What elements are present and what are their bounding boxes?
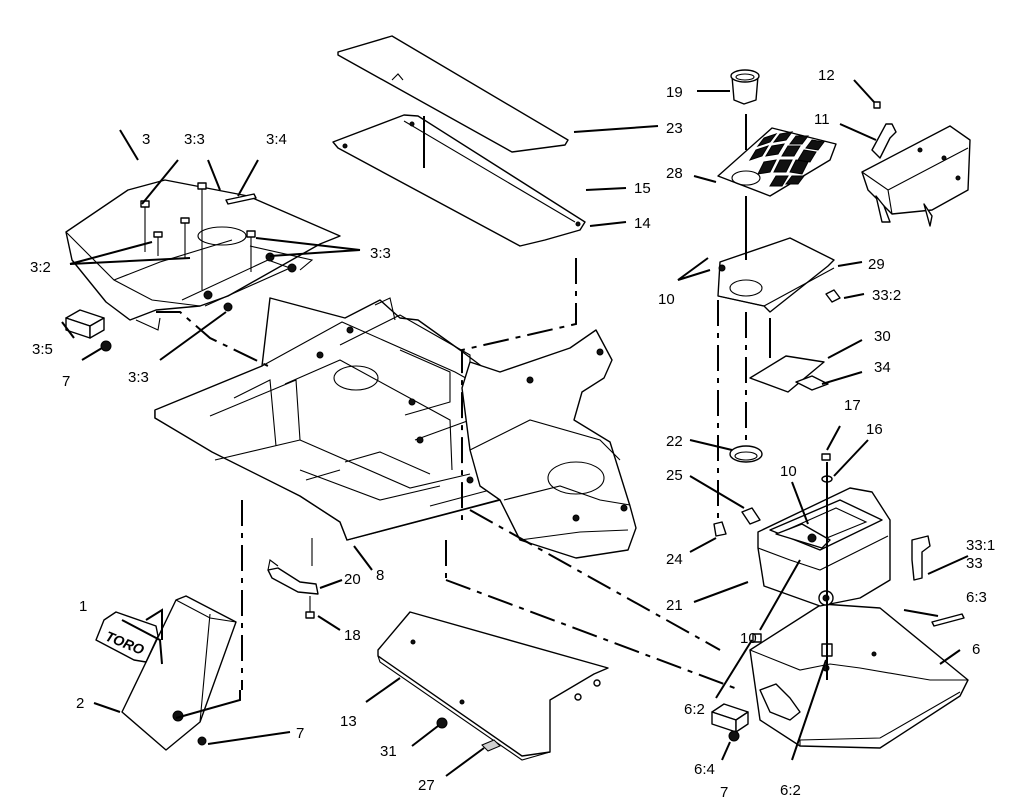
- callout-3-2: 3:2: [30, 259, 51, 276]
- part-23-cover-plate: [337, 35, 569, 153]
- callout-22: 22: [666, 433, 683, 450]
- callout-16: 16: [866, 421, 883, 438]
- callout-6-3: 6:3: [966, 589, 987, 606]
- callout-14: 14: [634, 215, 651, 232]
- part-34-plate: [795, 375, 829, 391]
- part-28-decal: [717, 127, 837, 197]
- callout-3-5: 3:5: [32, 341, 53, 358]
- callout-3-4: 3:4: [266, 131, 287, 148]
- callout-1: 1: [79, 598, 87, 615]
- callout-33-1: 33:1: [966, 537, 995, 554]
- callout-11: 11: [814, 111, 830, 128]
- callout-18: 18: [344, 627, 361, 644]
- callout-17: 17: [844, 397, 861, 414]
- part-13-bottom-plate: [377, 611, 609, 761]
- assembly-lines: [156, 114, 828, 719]
- part-27-clip: [481, 739, 501, 752]
- callout-6-2a: 6:2: [684, 701, 705, 718]
- part-25-clip: [741, 507, 761, 525]
- callout-19: 19: [666, 84, 683, 101]
- part-31-nut: [436, 717, 448, 729]
- callout-20: 20: [344, 571, 361, 588]
- part-11-bracket: [871, 123, 897, 159]
- callout-15: 15: [634, 180, 651, 197]
- callout-13: 13: [340, 713, 357, 730]
- part-20-bracket: [267, 559, 319, 595]
- part-12-screw: [873, 101, 881, 109]
- callout-labels: 1 2 3 3:3 3:4 3:2 3:3 3:5 7 3:3 23 15 14…: [30, 67, 995, 801]
- callout-30: 30: [874, 328, 891, 345]
- part-6-3-decal: [931, 613, 965, 627]
- callout-10b: 10: [780, 463, 797, 480]
- callout-7a: 7: [62, 373, 70, 390]
- rear-chassis-plate: [461, 329, 637, 559]
- callout-6-4: 6:4: [694, 761, 715, 778]
- callout-10c: 10: [740, 630, 757, 647]
- callout-8: 8: [376, 567, 384, 584]
- part-21-console: [757, 487, 891, 607]
- part-7-nut-left: [100, 340, 112, 352]
- callout-34: 34: [874, 359, 891, 376]
- callout-21: 21: [666, 597, 683, 614]
- part-8-main-frame: [154, 297, 521, 541]
- part-17-bolt: [821, 453, 831, 461]
- callout-28: 28: [666, 165, 683, 182]
- callout-23: 23: [666, 120, 683, 137]
- callout-6: 6: [972, 641, 980, 658]
- callout-3-3b: 3:3: [370, 245, 391, 262]
- part-19-cup: [730, 69, 760, 105]
- part-1-toro-logo: TORO: [95, 611, 159, 663]
- callout-6-2b: 6:2: [780, 782, 801, 799]
- part-22-ring: [729, 445, 763, 463]
- callout-33-2: 33:2: [872, 287, 901, 304]
- part-7-nut-panel: [197, 736, 207, 746]
- part-24-clip: [713, 521, 727, 537]
- seat-bracket-assembly: [861, 125, 971, 227]
- callout-7b: 7: [296, 725, 304, 742]
- callout-3: 3: [142, 131, 150, 148]
- callout-27: 27: [418, 777, 435, 794]
- callout-29: 29: [868, 256, 885, 273]
- part-2-left-panel: [121, 595, 237, 751]
- part-18-bolt: [305, 596, 315, 619]
- part-33-lever: [911, 535, 931, 581]
- callout-3-3a: 3:3: [184, 131, 205, 148]
- leader-lines: [61, 79, 969, 777]
- callout-2: 2: [76, 695, 84, 712]
- part-7-nut-right: [728, 730, 740, 742]
- part-6-right-deck-cover: [711, 603, 969, 749]
- callout-24: 24: [666, 551, 683, 568]
- part-29-console-lid: [717, 237, 835, 313]
- callout-33: 33: [966, 555, 983, 572]
- part-33-2-knob: [825, 289, 841, 303]
- callout-10a: 10: [658, 291, 675, 308]
- part-14-plate: [332, 114, 586, 247]
- part-30-plate: [749, 355, 825, 393]
- callout-25: 25: [666, 467, 683, 484]
- callout-31: 31: [380, 743, 397, 760]
- callout-7c: 7: [720, 784, 728, 801]
- callout-12: 12: [818, 67, 835, 84]
- callout-3-3c: 3:3: [128, 369, 149, 386]
- part-3-4-decal: [225, 193, 257, 205]
